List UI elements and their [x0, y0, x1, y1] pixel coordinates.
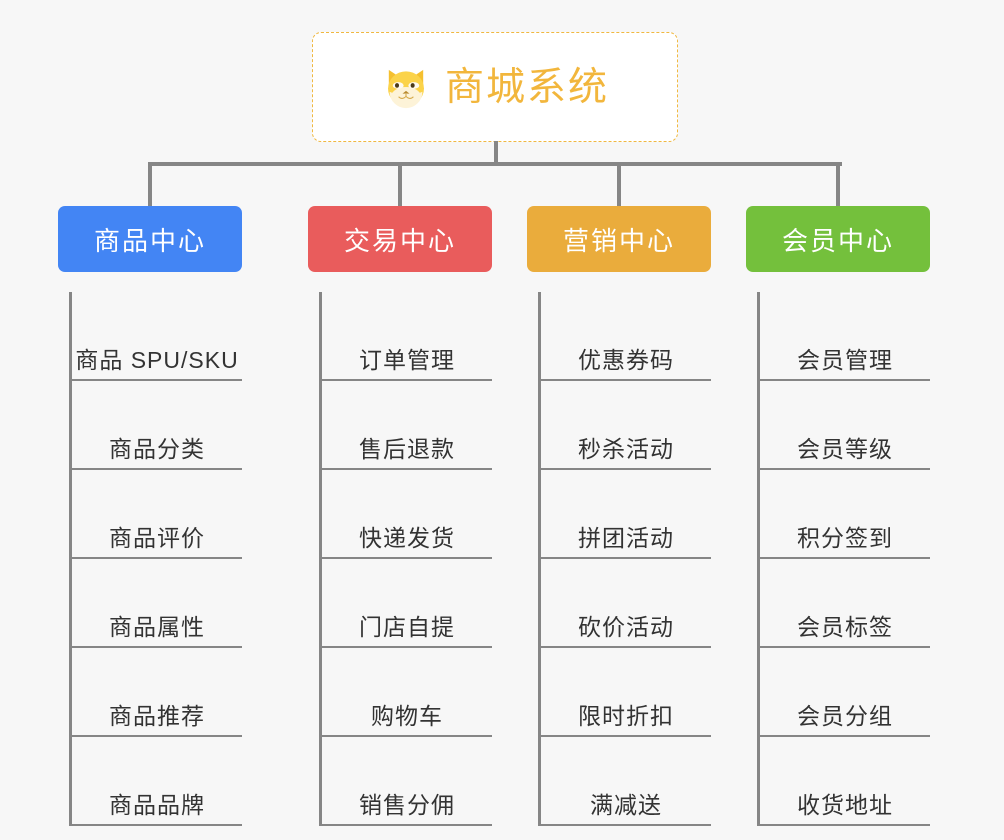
- connector-drop-3: [617, 162, 621, 206]
- leaf-item[interactable]: 商品 SPU/SKU: [72, 292, 242, 381]
- leaf-item[interactable]: 商品推荐: [72, 648, 242, 737]
- leaf-item-label: 优惠券码: [578, 346, 674, 373]
- leaf-item-label: 商品品牌: [109, 791, 205, 818]
- leaf-item-label: 商品属性: [109, 613, 205, 640]
- leaf-item[interactable]: 订单管理: [322, 292, 492, 381]
- leaf-item[interactable]: 会员等级: [760, 381, 930, 470]
- leaf-item-label: 购物车: [371, 702, 443, 729]
- leaf-item-label: 商品推荐: [109, 702, 205, 729]
- leaf-list-trade-center: 订单管理售后退款快递发货门店自提购物车销售分佣: [308, 292, 492, 826]
- leaf-item[interactable]: 限时折扣: [541, 648, 711, 737]
- leaf-item-label: 订单管理: [359, 346, 455, 373]
- leaf-item-label: 砍价活动: [578, 613, 674, 640]
- leaf-item-label: 拼团活动: [578, 524, 674, 551]
- leaf-item-label: 会员等级: [797, 435, 893, 462]
- column-trade-center: 交易中心订单管理售后退款快递发货门店自提购物车销售分佣: [308, 206, 492, 826]
- leaf-item-label: 商品分类: [109, 435, 205, 462]
- connector-horizontal-rail: [150, 162, 842, 166]
- leaf-item[interactable]: 售后退款: [322, 381, 492, 470]
- leaf-item-label: 积分签到: [797, 524, 893, 551]
- leaf-item[interactable]: 拼团活动: [541, 470, 711, 559]
- leaf-item-label: 限时折扣: [578, 702, 674, 729]
- leaf-item-label: 收货地址: [797, 791, 893, 818]
- leaf-item[interactable]: 积分签到: [760, 470, 930, 559]
- connector-spine-marketing-center: [538, 292, 541, 826]
- leaf-item[interactable]: 商品属性: [72, 559, 242, 648]
- leaf-item[interactable]: 会员管理: [760, 292, 930, 381]
- leaf-item-label: 秒杀活动: [578, 435, 674, 462]
- leaf-item[interactable]: 商品品牌: [72, 737, 242, 826]
- shiba-dog-icon: [381, 62, 431, 112]
- connector-spine-product-center: [69, 292, 72, 826]
- leaf-list-marketing-center: 优惠券码秒杀活动拼团活动砍价活动限时折扣满减送: [527, 292, 711, 826]
- column-member-center: 会员中心会员管理会员等级积分签到会员标签会员分组收货地址: [746, 206, 930, 826]
- leaf-list-product-center: 商品 SPU/SKU 商品分类商品评价商品属性商品推荐商品品牌: [58, 292, 242, 826]
- leaf-item[interactable]: 购物车: [322, 648, 492, 737]
- leaf-item-label: 销售分佣: [359, 791, 455, 818]
- connector-root-stem: [494, 141, 498, 165]
- category-box-marketing-center[interactable]: 营销中心: [527, 206, 711, 272]
- leaf-item-label: 满减送: [590, 791, 662, 818]
- leaf-list-member-center: 会员管理会员等级积分签到会员标签会员分组收货地址: [746, 292, 930, 826]
- category-label: 商品中心: [93, 225, 206, 256]
- root-title: 商城系统: [444, 65, 609, 109]
- leaf-item-label: 快递发货: [359, 524, 455, 551]
- leaf-item-label: 商品 SPU/SKU: [75, 346, 239, 373]
- leaf-item[interactable]: 会员分组: [760, 648, 930, 737]
- leaf-item[interactable]: 收货地址: [760, 737, 930, 826]
- category-box-member-center[interactable]: 会员中心: [746, 206, 930, 272]
- leaf-item[interactable]: 销售分佣: [322, 737, 492, 826]
- column-marketing-center: 营销中心优惠券码秒杀活动拼团活动砍价活动限时折扣满减送: [527, 206, 711, 826]
- category-label: 交易中心: [343, 225, 456, 256]
- connector-drop-4: [836, 162, 840, 206]
- leaf-item[interactable]: 会员标签: [760, 559, 930, 648]
- column-product-center: 商品中心商品 SPU/SKU 商品分类商品评价商品属性商品推荐商品品牌: [58, 206, 242, 826]
- leaf-item[interactable]: 门店自提: [322, 559, 492, 648]
- leaf-item[interactable]: 快递发货: [322, 470, 492, 559]
- category-box-trade-center[interactable]: 交易中心: [308, 206, 492, 272]
- category-box-product-center[interactable]: 商品中心: [58, 206, 242, 272]
- leaf-item[interactable]: 秒杀活动: [541, 381, 711, 470]
- root-node-shop-system[interactable]: 商城系统: [312, 32, 678, 142]
- connector-drop-2: [398, 162, 402, 206]
- category-label: 营销中心: [562, 225, 675, 256]
- connector-spine-trade-center: [319, 292, 322, 826]
- leaf-item-label: 门店自提: [359, 613, 455, 640]
- connector-drop-1: [148, 162, 152, 206]
- leaf-item[interactable]: 商品评价: [72, 470, 242, 559]
- leaf-item-label: 会员管理: [797, 346, 893, 373]
- leaf-item[interactable]: 商品分类: [72, 381, 242, 470]
- connector-spine-member-center: [757, 292, 760, 826]
- leaf-item-label: 商品评价: [109, 524, 205, 551]
- leaf-item[interactable]: 优惠券码: [541, 292, 711, 381]
- leaf-item-label: 售后退款: [359, 435, 455, 462]
- leaf-item[interactable]: 满减送: [541, 737, 711, 826]
- leaf-item-label: 会员分组: [797, 702, 893, 729]
- leaf-item-label: 会员标签: [797, 613, 893, 640]
- leaf-item[interactable]: 砍价活动: [541, 559, 711, 648]
- category-label: 会员中心: [781, 225, 894, 256]
